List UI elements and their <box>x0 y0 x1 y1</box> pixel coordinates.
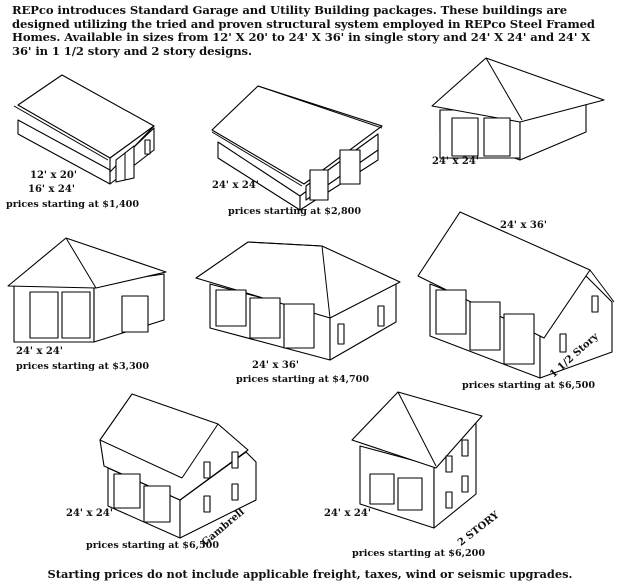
building-7-price: prices starting at $6,500 <box>86 540 220 551</box>
building-8-price: prices starting at $6,200 <box>352 548 486 559</box>
building-1-size: 12' x 20' <box>30 170 77 181</box>
building-6-size: 24' x 36' <box>500 220 547 231</box>
building-3-drawing <box>431 57 605 161</box>
footer-note: Starting prices do not include applicabl… <box>47 567 573 581</box>
building-1-drawing <box>13 74 155 185</box>
building-2-drawing <box>211 85 383 211</box>
building-4-size: 24' x 24' <box>16 346 63 357</box>
intro-paragraph: REPco introduces Standard Garage and Uti… <box>12 3 595 58</box>
building-3-size: 24' x 24' <box>432 156 479 167</box>
building-6-drawing <box>417 211 615 379</box>
building-2-size: 24' x 24' <box>212 180 259 191</box>
building-5-size: 24' x 36' <box>252 360 299 371</box>
building-5-drawing <box>195 241 401 361</box>
building-1-price: prices starting at $1,400 <box>6 199 140 210</box>
building-7-drawing <box>99 393 257 539</box>
building-6-price: prices starting at $6,500 <box>462 380 596 391</box>
building-4-price: prices starting at $3,300 <box>16 361 150 372</box>
building-7-size: 24' x 24' <box>66 508 113 519</box>
building-1-size-alt: 16' x 24' <box>28 184 75 195</box>
building-5-price: prices starting at $4,700 <box>236 374 370 385</box>
building-2-price: prices starting at $2,800 <box>228 206 362 217</box>
building-4-drawing <box>7 237 167 343</box>
building-8-size: 24' x 24' <box>324 508 371 519</box>
building-8-drawing <box>351 391 483 529</box>
